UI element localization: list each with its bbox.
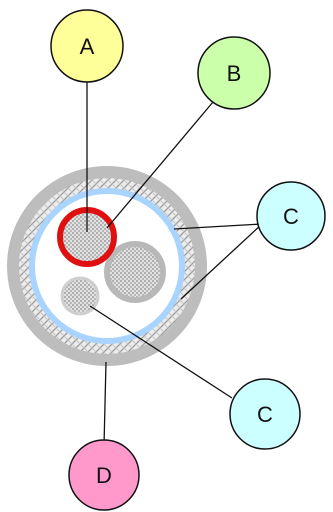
leader-b — [106, 101, 214, 229]
leader-c-upper-1 — [173, 223, 263, 230]
leader-lines — [86, 67, 263, 447]
callout-c-lower: C — [229, 378, 301, 450]
callout-c-upper: C — [256, 181, 326, 251]
label-a: A — [80, 34, 95, 59]
label-b: B — [227, 61, 242, 86]
conductor-small — [60, 276, 100, 316]
conductor-large — [104, 241, 166, 303]
label-c-lower: C — [257, 402, 273, 427]
leader-c-upper-2 — [180, 223, 263, 300]
callout-b: B — [197, 36, 271, 110]
callout-d: D — [68, 439, 140, 511]
callout-a: A — [50, 9, 124, 83]
leader-d — [103, 361, 107, 447]
leader-c-lower — [89, 305, 233, 399]
label-c-upper: C — [283, 204, 299, 229]
label-d: D — [96, 463, 112, 488]
